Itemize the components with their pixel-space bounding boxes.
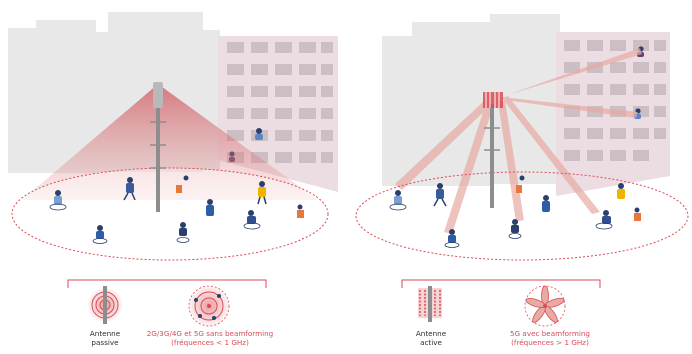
person-icon bbox=[176, 175, 189, 193]
concentric-rings-icon bbox=[88, 286, 122, 324]
directional-beams bbox=[395, 48, 642, 234]
person-icon bbox=[444, 229, 460, 248]
person-icon bbox=[256, 128, 262, 134]
person-icon bbox=[255, 134, 263, 140]
person-icon bbox=[516, 175, 525, 193]
antenna-array-icon bbox=[418, 286, 442, 322]
person-icon bbox=[634, 207, 641, 221]
person-icon bbox=[389, 190, 407, 211]
right-panel-scene bbox=[355, 14, 689, 327]
omnidirectional-pattern-icon bbox=[188, 285, 230, 327]
coverage-cone bbox=[22, 84, 318, 200]
beamforming-caption: 5G avec beamforming (fréquences > 1 GHz) bbox=[495, 329, 605, 347]
active-antenna-caption: Antenne active bbox=[396, 329, 466, 347]
caption-line: active bbox=[420, 338, 442, 347]
people-group-right bbox=[389, 175, 641, 248]
person-icon bbox=[433, 183, 447, 207]
caption-line: (fréquences > 1 GHz) bbox=[511, 338, 589, 347]
left-panel-scene bbox=[8, 12, 338, 327]
caption-line: passive bbox=[91, 338, 119, 347]
caption-line: 2G/3G/4G et 5G sans beamforming bbox=[146, 329, 274, 338]
person-icon bbox=[257, 181, 267, 205]
person-icon bbox=[542, 195, 550, 212]
caption-line: Antenne bbox=[89, 329, 121, 338]
person-icon bbox=[92, 225, 108, 244]
person-icon bbox=[508, 219, 522, 239]
caption-line: 5G avec beamforming bbox=[509, 329, 590, 338]
people-group-left bbox=[49, 175, 304, 244]
passive-antenna-caption: Antenne passive bbox=[70, 329, 140, 347]
antenna-mast-left bbox=[150, 82, 166, 212]
person-icon bbox=[243, 210, 261, 230]
person-icon bbox=[123, 177, 136, 201]
multi-beam-pattern-icon bbox=[524, 285, 566, 327]
person-icon bbox=[206, 199, 214, 216]
antenna-mast-right bbox=[483, 92, 503, 208]
person-icon bbox=[49, 190, 67, 211]
person-icon bbox=[617, 183, 625, 199]
no-beamforming-caption: 2G/3G/4G et 5G sans beamforming (fréquen… bbox=[130, 329, 290, 347]
caption-line: Antenne bbox=[415, 329, 447, 338]
legend-bracket-left bbox=[67, 279, 267, 288]
legend-bracket-right bbox=[401, 279, 601, 288]
person-icon bbox=[176, 222, 190, 243]
person-icon bbox=[595, 210, 613, 230]
coverage-area-ellipse bbox=[355, 171, 689, 261]
person-icon bbox=[297, 204, 304, 218]
coverage-area-ellipse bbox=[11, 167, 329, 261]
caption-line: (fréquences < 1 GHz) bbox=[171, 338, 249, 347]
